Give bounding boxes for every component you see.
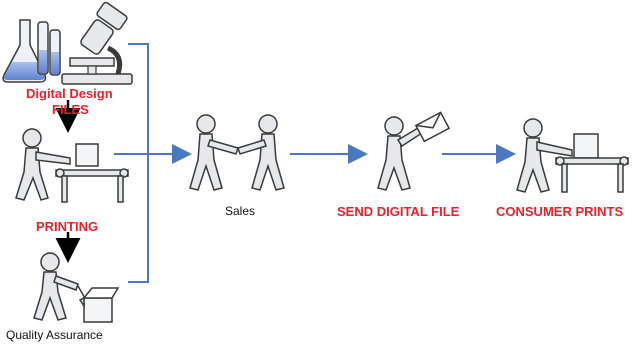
bracket-connector <box>128 43 149 283</box>
worker-inspecting-box-icon <box>33 252 120 323</box>
label-printing: PRINTING <box>36 219 99 234</box>
handshake-people-icon <box>189 114 285 191</box>
microscope-icon <box>61 1 133 85</box>
label-files: FILES <box>52 102 89 117</box>
person-sending-file-icon <box>377 111 451 191</box>
label-digital-design: Digital Design <box>26 86 113 101</box>
label-send-digital-file: SEND DIGITAL FILE <box>337 204 460 219</box>
flask-icon <box>2 19 61 83</box>
label-consumer-prints: CONSUMER PRINTS <box>496 204 624 219</box>
worker-at-conveyor-icon <box>516 118 629 193</box>
worker-at-conveyor-icon <box>15 128 129 203</box>
label-quality-assurance: Quality Assurance <box>6 328 103 342</box>
label-sales: Sales <box>225 204 256 218</box>
